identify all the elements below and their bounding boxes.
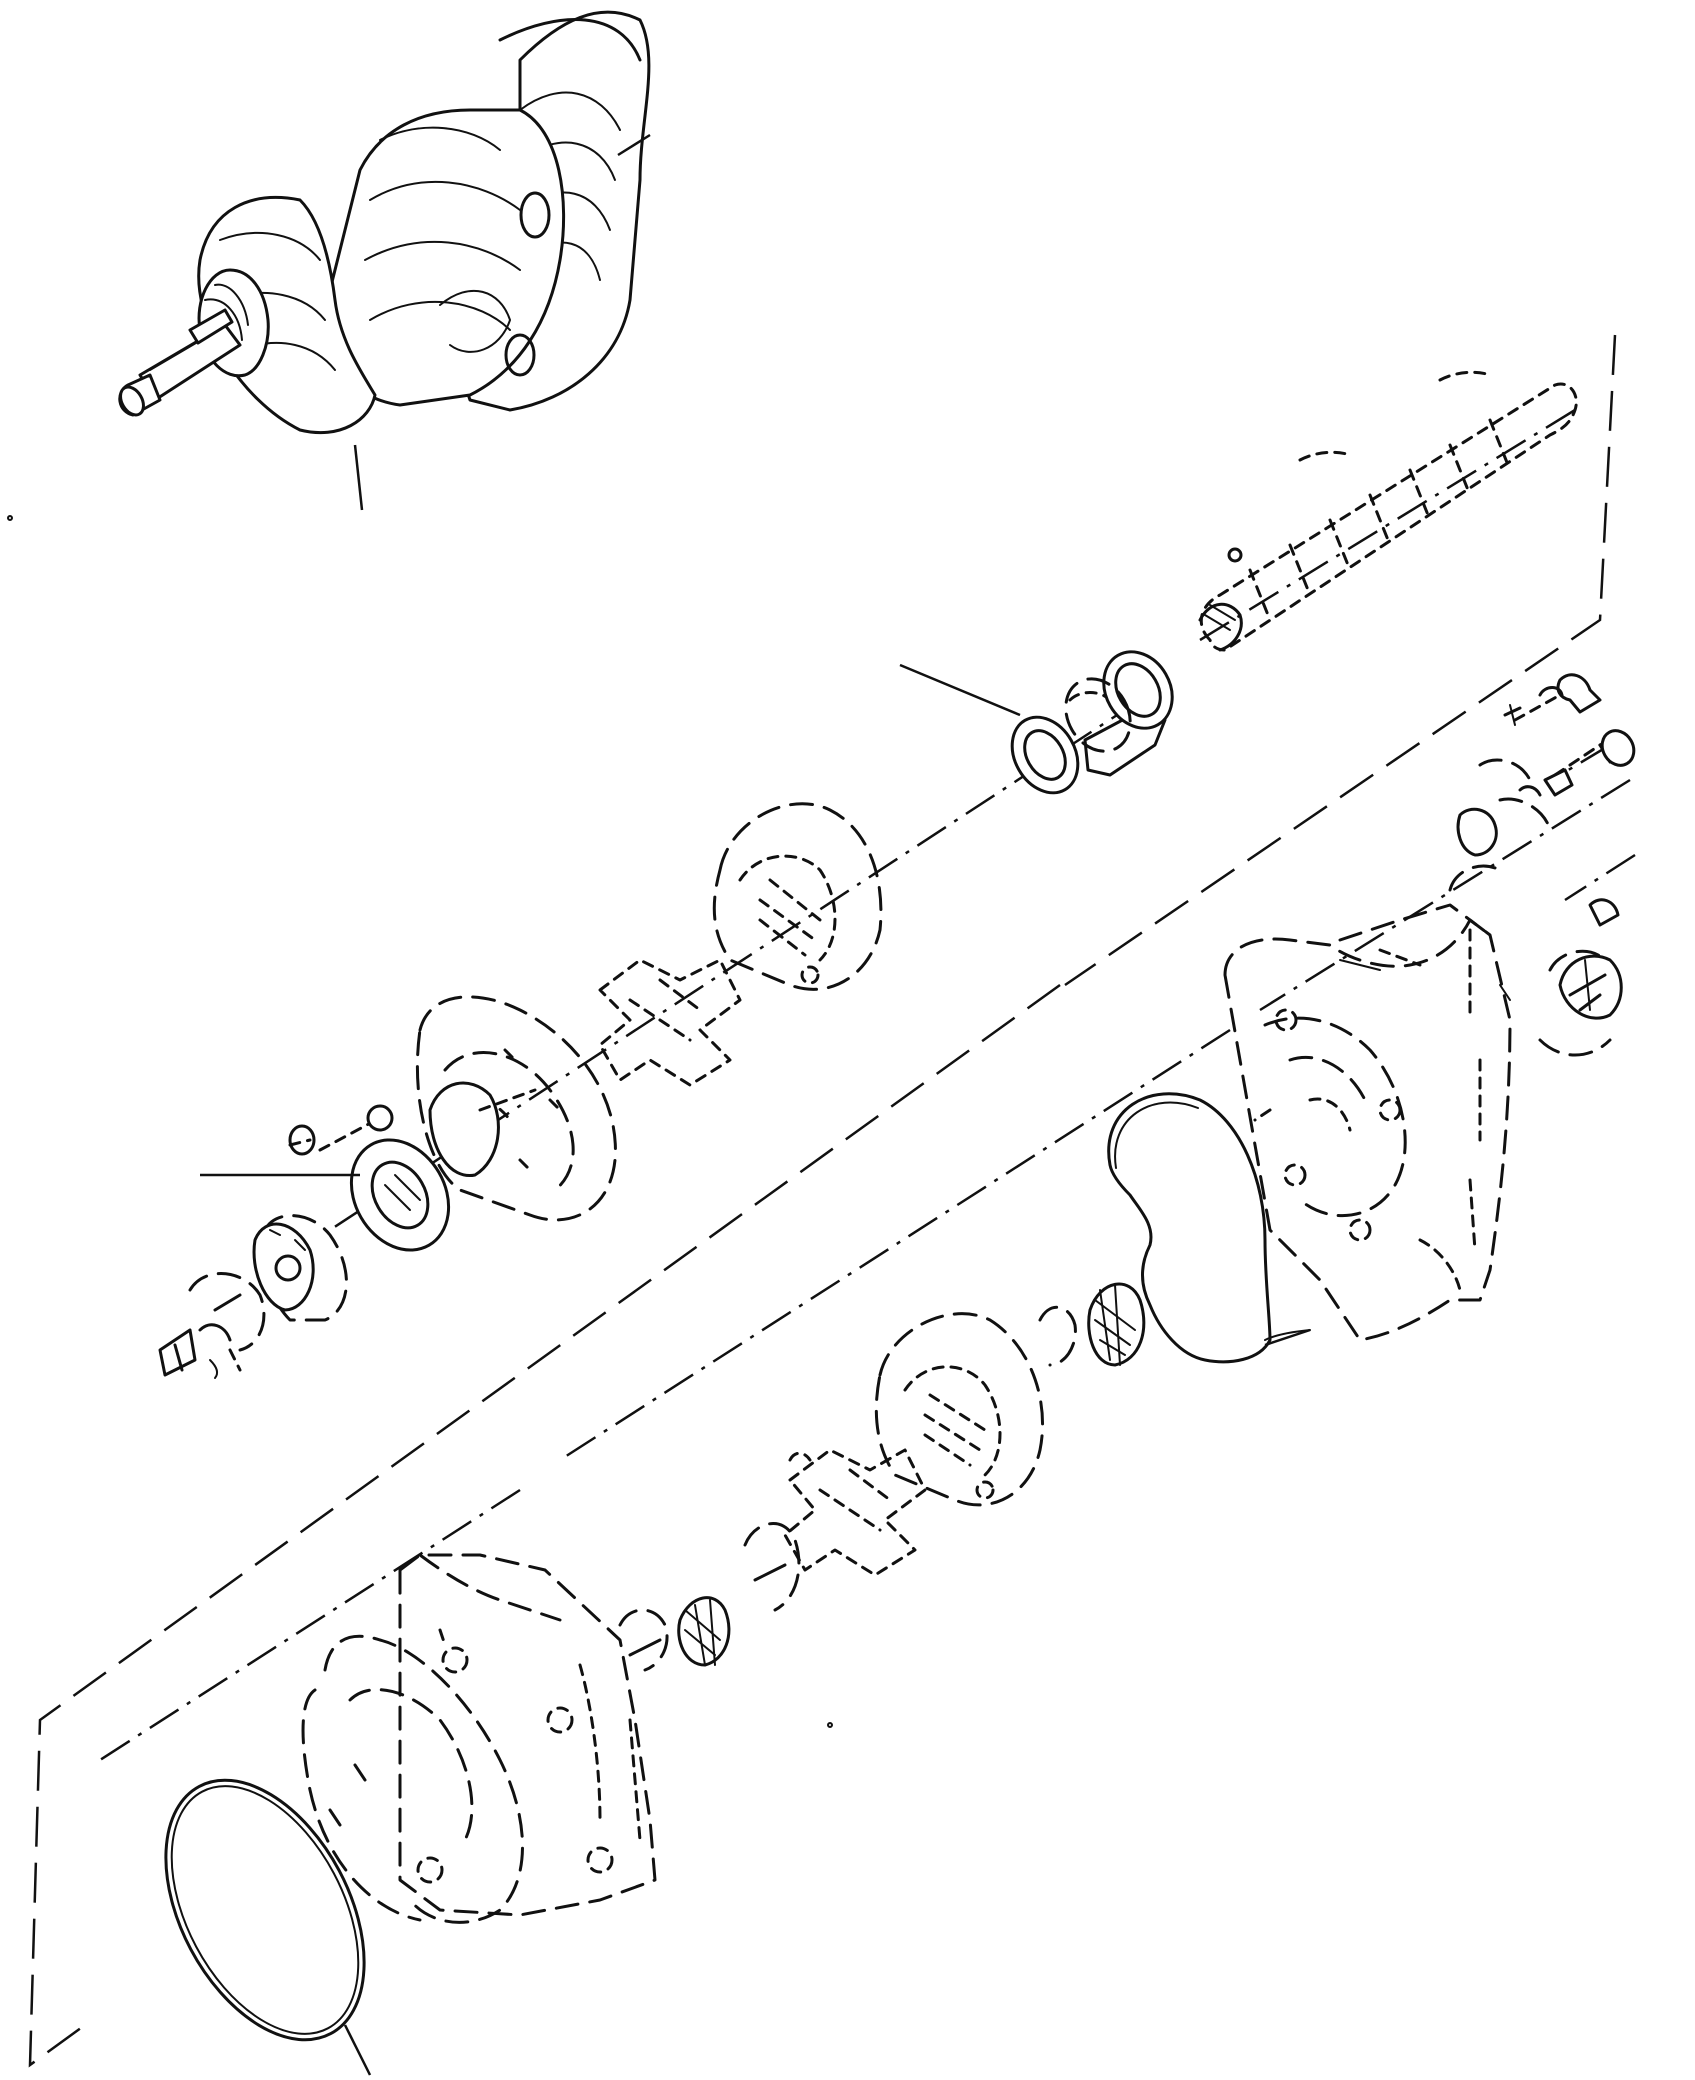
- assembly-frame: [28, 334, 1636, 2068]
- front-flange: [415, 995, 617, 1222]
- front-bearing: [252, 1214, 348, 1322]
- retaining-ring: [1010, 715, 1080, 795]
- mid-plate-seal: [1107, 1092, 1311, 1364]
- front-gear-set: [598, 958, 742, 1087]
- front-drive-parts: [158, 1272, 266, 1379]
- shaft-seal: [200, 1138, 451, 1252]
- assembled-pump-view: [118, 10, 651, 511]
- leader-cover-seal-ring: [343, 2024, 372, 2076]
- wear-plate-rear: [618, 1522, 801, 1672]
- cover-seal-ring: [164, 1778, 372, 2076]
- leader-bearing-block: [899, 663, 1021, 717]
- bearing-block: [899, 650, 1174, 777]
- rear-cover: [301, 1553, 657, 1924]
- rear-gear-set: [783, 1448, 927, 1577]
- shaft-coupling-rear: [1038, 1282, 1146, 1367]
- center-housing-valve-parts: [1448, 673, 1636, 1057]
- leader-mid-plate-seal: [1264, 1328, 1311, 1347]
- rear-gear-ring: [874, 1312, 1045, 1507]
- drive-shaft-spool: [1198, 370, 1578, 652]
- leader-assembled-view: [617, 133, 651, 157]
- front-gear-ring: [712, 802, 883, 991]
- relief-valve-assembly: [288, 1104, 394, 1156]
- center-housing: [1223, 903, 1512, 1342]
